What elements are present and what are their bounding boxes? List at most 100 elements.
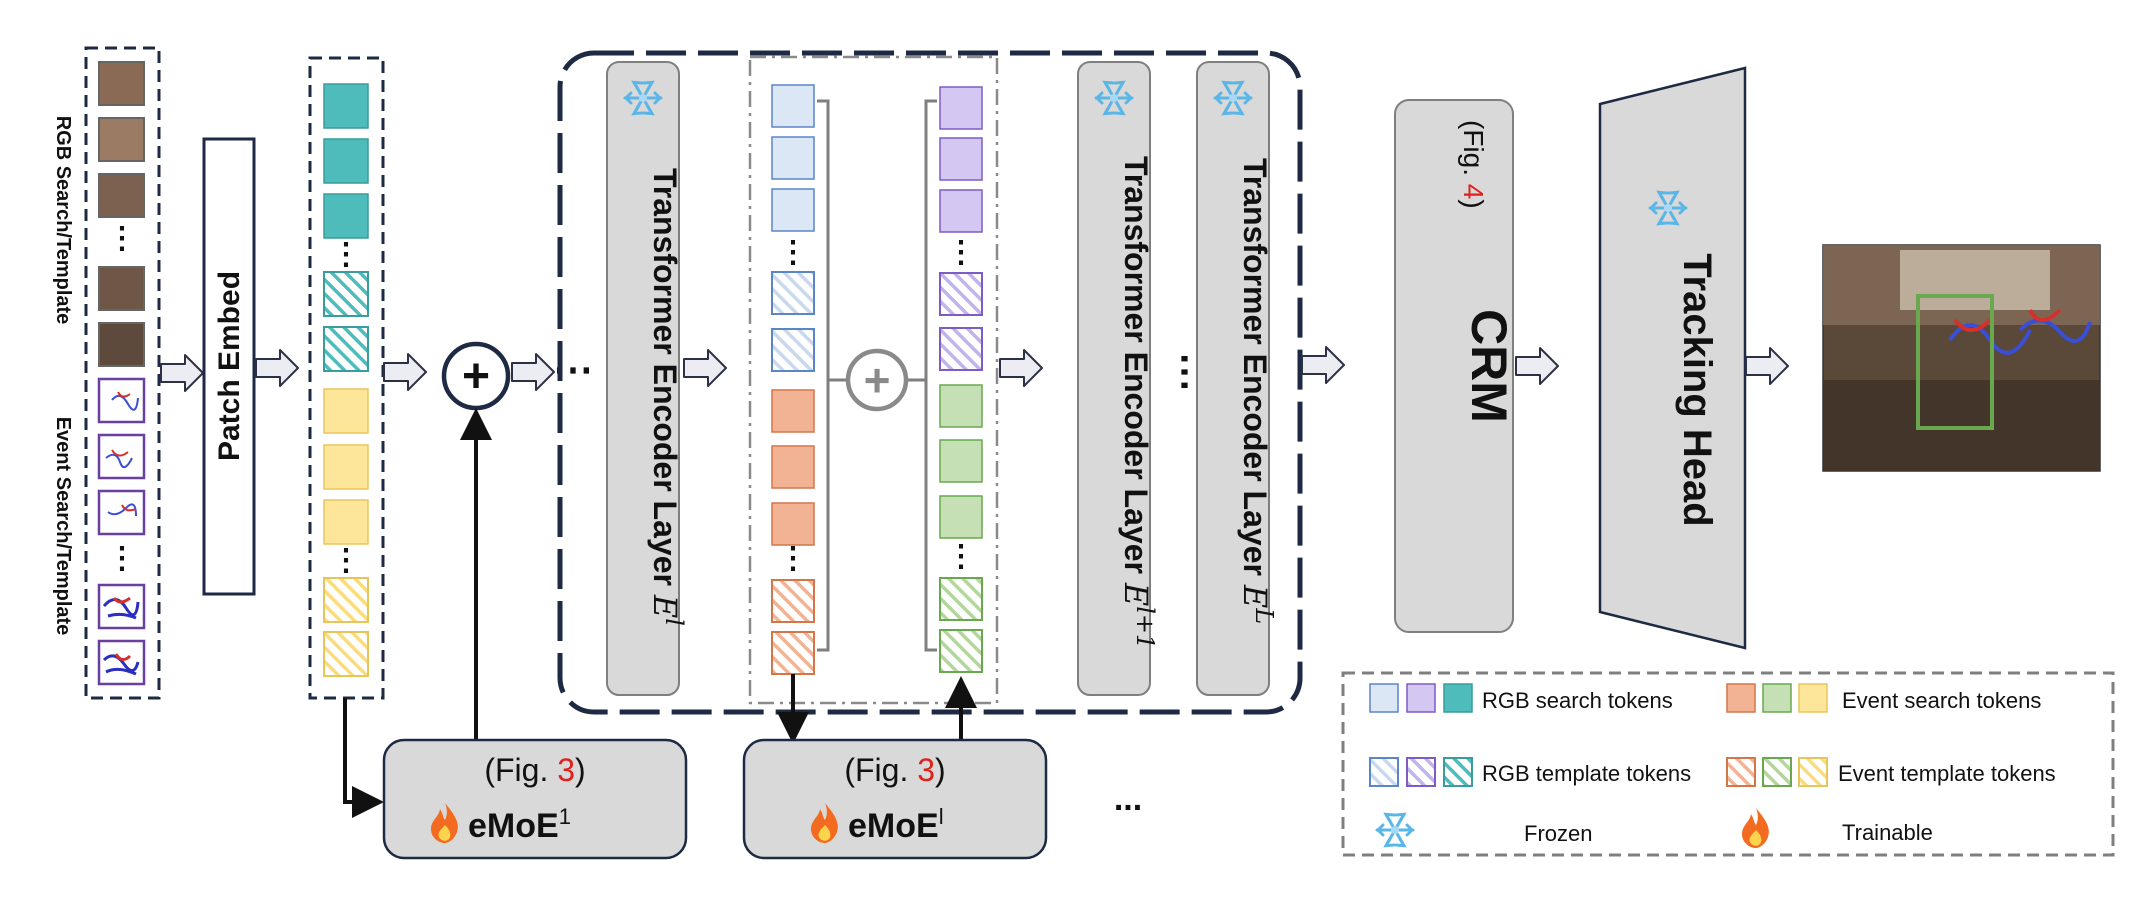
legend-swatch [1406, 757, 1436, 787]
encoder-layer-l [606, 61, 680, 696]
event-frame-thumbnail [97, 377, 146, 424]
rgb-frame-thumbnail [98, 117, 145, 162]
emoe1-label: eMoE1 [468, 804, 571, 845]
token-ellipsis: ⋮ [946, 540, 976, 573]
legend-rgb-template-label: RGB template tokens [1482, 761, 1691, 786]
add-symbol: + [462, 350, 490, 403]
event-search-token [323, 444, 369, 490]
token-ellipsis: ⋮ [331, 544, 361, 577]
tracking-head-label: Tracking Head [1675, 253, 1719, 526]
rgb-frame-thumbnail [98, 61, 145, 106]
encoder-region-frame [557, 50, 1303, 715]
emoel-label: eMoEl [848, 804, 944, 845]
flow-arrow [1745, 347, 1789, 385]
encoder-layer-l-label: Transformer Encoder Layer El [646, 168, 688, 626]
rgb-frame-thumbnail [98, 322, 145, 367]
legend-event-template-label: Event template tokens [1838, 761, 2056, 786]
legend-swatch [1443, 683, 1473, 713]
rgb-search-token [771, 136, 815, 180]
input-ellipsis: ⋮ [107, 222, 137, 255]
rgb-search-token [323, 193, 369, 239]
legend-swatch [1406, 683, 1436, 713]
event-frame-thumbnail [97, 433, 146, 480]
rgb-template-token [771, 328, 815, 372]
flow-arrow [160, 354, 204, 392]
event-search-token [771, 389, 815, 433]
legend-swatch [1798, 757, 1828, 787]
legend-frozen-label: Frozen [1524, 821, 1592, 846]
legend-swatch [1798, 683, 1828, 713]
tracking-output-image [1822, 244, 2101, 472]
rgb-search-token [323, 138, 369, 184]
rgb-frame-thumbnail [98, 266, 145, 311]
legend-event-search-label: Event search tokens [1842, 688, 2041, 713]
encoder-layer-l-plus-1 [1077, 61, 1151, 696]
legend-rgb-search-label: RGB search tokens [1482, 688, 1673, 713]
input-dashed-frame [84, 46, 161, 700]
legend-rgb-template: RGB template tokens [1369, 757, 1691, 787]
add-symbol: + [864, 354, 891, 406]
patch-embed-block [202, 137, 256, 596]
input-stack: ⋮ ⋮ [84, 46, 161, 700]
legend-frozen: Frozen [1375, 812, 1592, 848]
legend-trainable: Trainable [1742, 808, 1933, 848]
event-template-token [771, 631, 815, 675]
flow-arrow [383, 353, 427, 391]
legend-event-template: Event template tokens [1726, 757, 2056, 787]
emoe-ellipsis: ... [1114, 780, 1142, 818]
encoder-layer-L [1196, 61, 1270, 696]
encoder-layer-L-label: Transformer Encoder Layer EL [1236, 158, 1278, 624]
rgb-input-label: RGB Search/Template [52, 116, 74, 325]
tracking-bounding-box [1916, 294, 1994, 430]
rgb-search-token [939, 86, 983, 130]
add-operation: + [441, 341, 511, 411]
token-ellipsis: ⋮ [778, 542, 808, 575]
left-bracket [817, 99, 830, 652]
event-search-token [771, 445, 815, 489]
patch-embed-label: Patch Embed [213, 271, 246, 461]
rgb-template-token [323, 326, 369, 372]
emoel-figure-reference: (Fig. 3) [844, 752, 945, 788]
flow-arrow [999, 349, 1043, 387]
snowflake-icon [1375, 812, 1415, 848]
rgb-template-token [323, 271, 369, 317]
flow-arrow [511, 353, 555, 391]
token-fusion-frame [748, 55, 999, 705]
flow-arrow [1515, 347, 1559, 385]
event-template-token [323, 577, 369, 623]
flow-arrow [683, 349, 727, 387]
legend-swatch [1762, 683, 1792, 713]
event-template-token [323, 631, 369, 677]
crm-label: CRM [1461, 309, 1517, 423]
crm-block [1394, 99, 1514, 633]
legend-swatch [1369, 757, 1399, 787]
event-template-token [771, 579, 815, 623]
legend-trainable-label: Trainable [1842, 820, 1933, 845]
right-bracket [924, 99, 937, 652]
event-template-token [939, 629, 983, 673]
flame-icon [1742, 808, 1769, 848]
encoder-layer-l-plus-1-label: Transformer Encoder Layer El+1 [1117, 156, 1159, 649]
rgb-search-token [939, 137, 983, 181]
rgb-template-token [771, 271, 815, 315]
emoe1-figure-reference: (Fig. 3) [484, 752, 585, 788]
legend-swatch [1726, 757, 1756, 787]
event-search-token [939, 495, 983, 539]
event-search-token [323, 388, 369, 434]
rgb-search-token [771, 84, 815, 128]
event-input-label: Event Search/Template [52, 417, 74, 636]
rgb-template-token [939, 327, 983, 371]
rgb-search-token [771, 188, 815, 232]
rgb-frame-thumbnail [98, 173, 145, 218]
legend-rgb-search: RGB search tokens [1369, 683, 1673, 713]
legend-swatch [1762, 757, 1792, 787]
rgb-template-token [939, 272, 983, 316]
rgb-search-token [939, 189, 983, 233]
event-search-token [939, 439, 983, 483]
tracking-head-block [1598, 66, 1747, 650]
legend-swatch [1443, 757, 1473, 787]
crm-figure-reference: (Fig. 4) [1458, 120, 1489, 209]
emoe-block-1 [382, 738, 688, 860]
event-search-token [939, 384, 983, 428]
